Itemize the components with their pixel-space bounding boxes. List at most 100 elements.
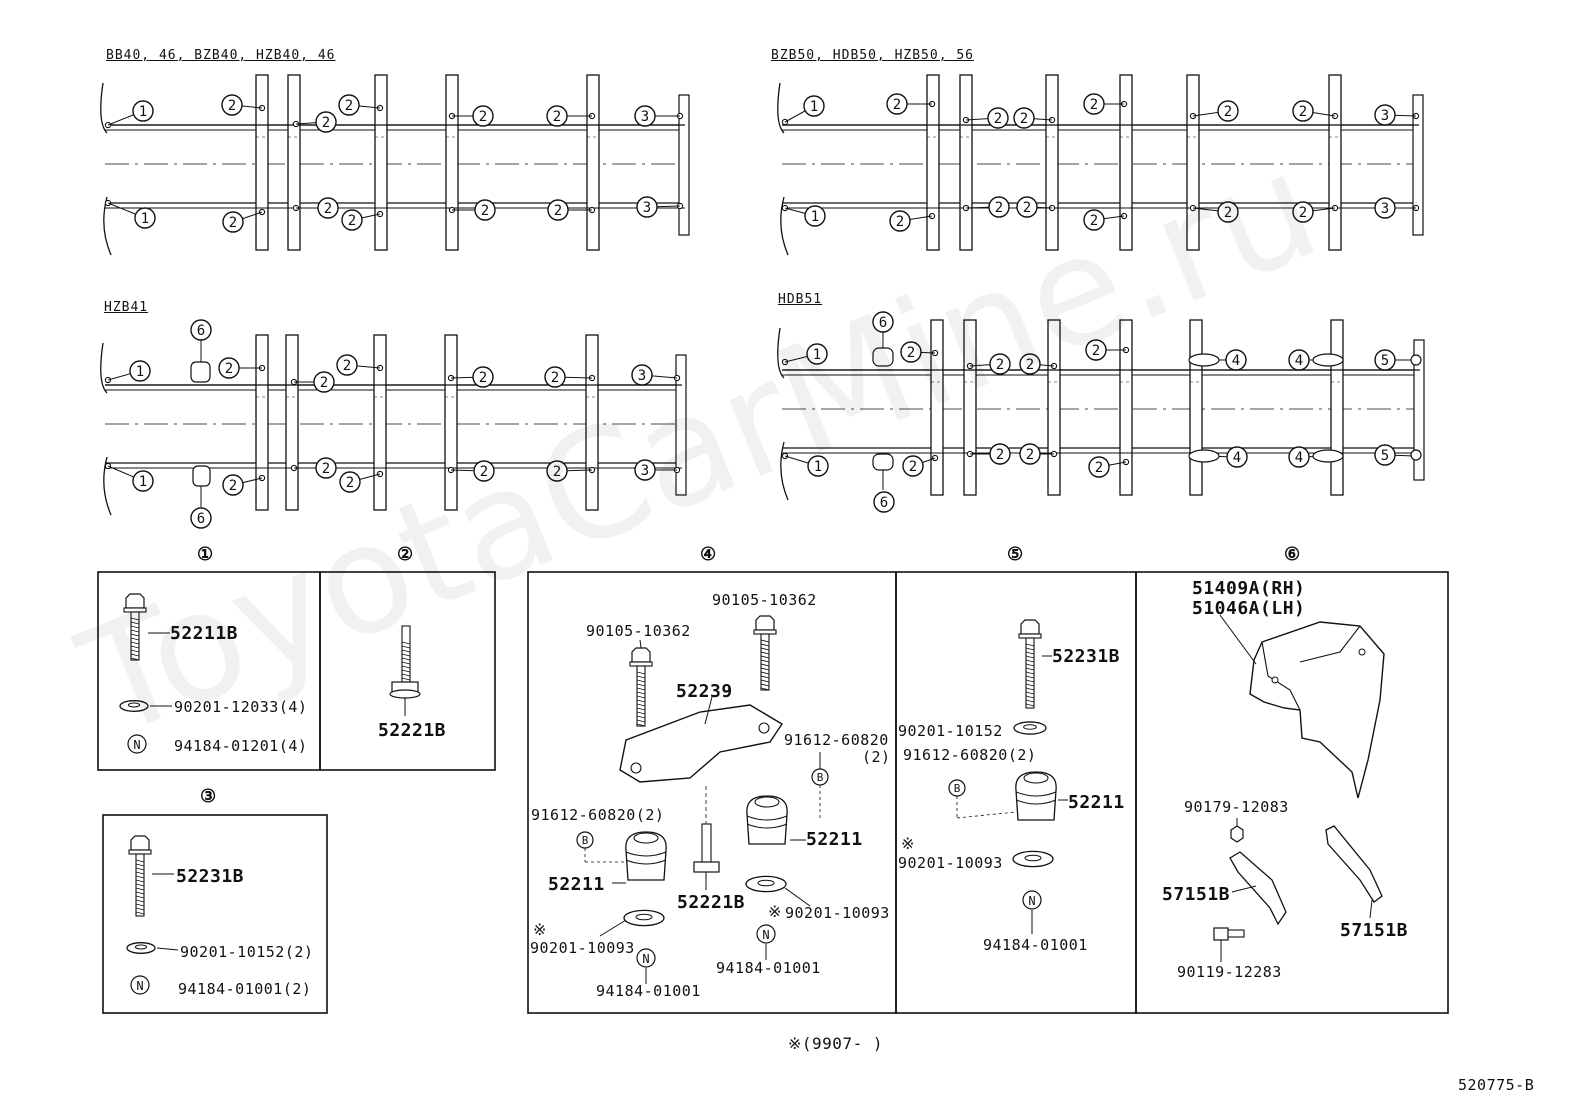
crossmember — [255, 334, 269, 511]
callout-circle — [190, 319, 212, 341]
callout-circle — [1217, 201, 1239, 223]
rear-cushion — [1410, 449, 1422, 461]
part-90201-10093-right: 90201-10093 — [785, 904, 890, 922]
part-51409a-rh: 51409A(RH) — [1192, 578, 1306, 599]
callout-number: 2 — [1224, 104, 1232, 120]
bolt-thread — [636, 711, 646, 715]
part-90201-10093-box5: 90201-10093 — [898, 854, 1003, 872]
nut-90179-12083 — [1230, 825, 1244, 843]
frame-label-tr: BZB50, HDB50, HZB50, 56 — [771, 48, 975, 63]
bracket-hole — [630, 762, 642, 774]
bolt-thread — [401, 673, 411, 677]
callout-number: 4 — [1295, 353, 1303, 369]
part-52221b-box4: 52221B — [677, 892, 746, 913]
bolt-thread — [130, 625, 140, 629]
callout-number: 2 — [995, 200, 1003, 216]
part-91612-60820-box5: 91612-60820(2) — [903, 746, 1037, 764]
bolt-thread — [1025, 687, 1035, 691]
frame-label-ml: HZB41 — [104, 300, 149, 315]
bolt-thread — [135, 859, 145, 863]
bolt-thread — [130, 657, 140, 661]
part-90201-12033: 90201-12033(4) — [174, 698, 308, 716]
nut-letter: N — [133, 738, 140, 752]
bolt-thread — [636, 719, 646, 723]
callout-circle — [338, 94, 360, 116]
nut-94184-01001 — [1022, 890, 1042, 910]
callout-circle — [987, 107, 1009, 129]
callout-number: 2 — [225, 361, 233, 377]
bolt-thread — [760, 643, 770, 647]
bolt-thread — [1025, 703, 1035, 707]
frame-layouts: 1122222222223311222222222222331122222222… — [100, 74, 1425, 529]
callout-circle — [902, 455, 924, 477]
bolt-flange — [629, 661, 653, 667]
leader-line — [704, 696, 713, 725]
callout-number: 2 — [554, 203, 562, 219]
mudguard-fold — [1261, 625, 1361, 711]
bolt-thread — [636, 679, 646, 683]
crossmember — [1189, 319, 1203, 496]
clip-letter: B — [954, 782, 961, 795]
bolt-flange — [389, 689, 421, 699]
callout-number: 3 — [1381, 201, 1389, 217]
crossmember — [930, 319, 944, 496]
bolt-head — [130, 835, 150, 851]
cab-mount — [872, 347, 894, 367]
callout-circle — [132, 470, 154, 492]
callout-number: 2 — [896, 214, 904, 230]
crossmember — [585, 334, 599, 511]
bolt-flange — [123, 607, 147, 613]
callout-number: 2 — [1020, 111, 1028, 127]
bolt-thread — [401, 669, 411, 673]
bolt-thread — [130, 645, 140, 649]
callout-circle — [803, 95, 825, 117]
bolt-head — [755, 615, 775, 631]
bolt-thread — [401, 653, 411, 657]
bolt-thread — [130, 653, 140, 657]
callout-circle — [1016, 196, 1038, 218]
bolt-thread — [130, 641, 140, 645]
callout-circle — [1374, 104, 1396, 126]
detail-header-5: ⑤ — [1007, 544, 1024, 565]
bolt-flange — [753, 629, 777, 635]
leader-line — [599, 919, 627, 937]
leader-line — [639, 639, 642, 649]
callout-circle — [315, 111, 337, 133]
bolt-thread — [636, 695, 646, 699]
bolt-thread — [636, 703, 646, 707]
asterisk-mark: ※ — [768, 902, 782, 921]
callout-number: 2 — [480, 464, 488, 480]
bolt-thread — [130, 637, 140, 641]
callout-number: 6 — [879, 315, 887, 331]
rear-crossmember — [678, 94, 690, 236]
callout-circle — [222, 474, 244, 496]
part-52231b-box5: 52231B — [1052, 646, 1121, 667]
bolt-thread — [1025, 655, 1035, 659]
bolt-thread — [760, 659, 770, 663]
callout-circle — [472, 105, 494, 127]
detail-box-6 — [1135, 571, 1449, 1014]
crossmember — [1047, 319, 1061, 496]
crossmember — [255, 74, 269, 251]
cushion-ring — [746, 823, 788, 829]
callout-number: 6 — [880, 495, 888, 511]
bolt-thread — [401, 677, 411, 681]
callout-number: 2 — [1090, 213, 1098, 229]
rubber-cushion — [1312, 449, 1344, 463]
callout-circle — [547, 199, 569, 221]
bolt-thread — [1025, 663, 1035, 667]
washer-hole — [1023, 724, 1037, 730]
crossmember — [285, 334, 299, 511]
cushion-52211-left — [625, 831, 667, 881]
callout-number: 2 — [994, 111, 1002, 127]
callout-number: 2 — [348, 213, 356, 229]
leader-line — [1369, 899, 1373, 919]
cushion-52211-right — [746, 795, 788, 845]
cab-mount — [872, 453, 894, 471]
bracket-hole — [758, 722, 770, 734]
leader-line — [156, 947, 179, 951]
callout-circle — [472, 366, 494, 388]
bolt-thread — [760, 655, 770, 659]
callout-circle — [1013, 107, 1035, 129]
